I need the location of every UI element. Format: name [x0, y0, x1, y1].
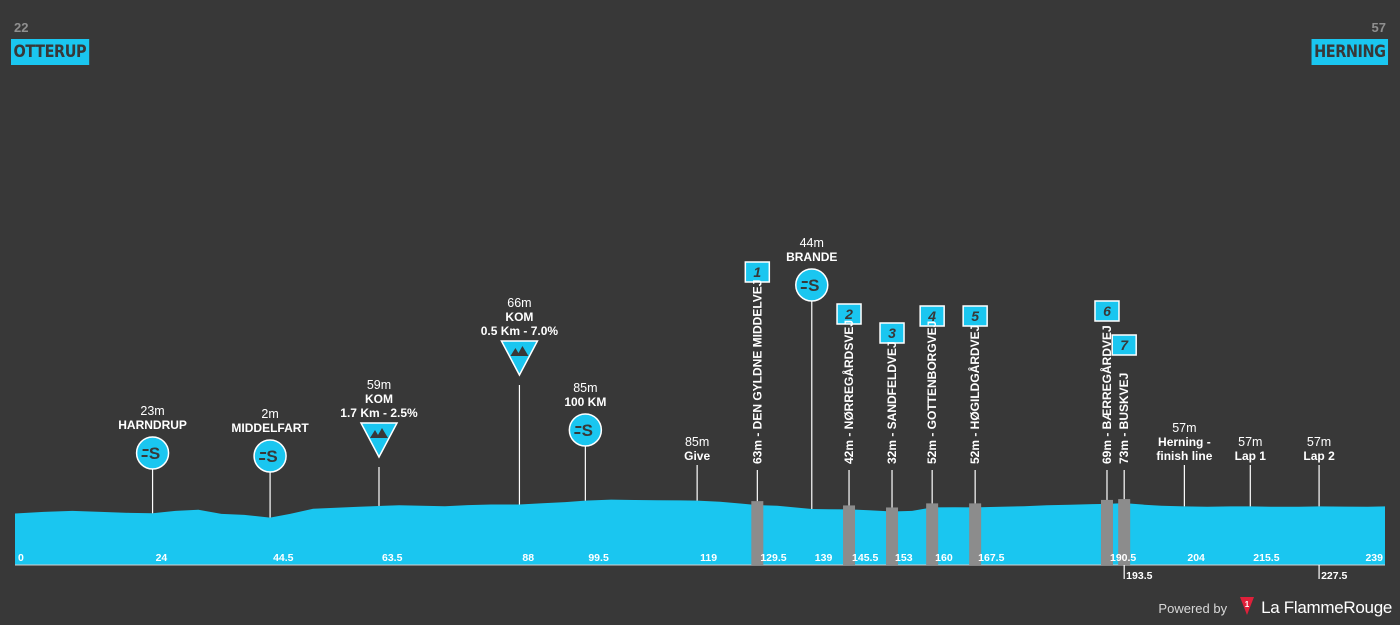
x-tick-label: 119: [700, 552, 717, 564]
marker-label: Herning -: [1158, 435, 1211, 449]
finish-town-badge: HERNING: [1311, 39, 1388, 65]
sector-number-badge: [1094, 300, 1120, 322]
sprint-icon-glyph: S: [266, 447, 277, 466]
marker-label: KOM: [505, 310, 533, 324]
marker-label: Lap 2: [1303, 449, 1335, 463]
marker-altitude: 57m: [1238, 435, 1262, 449]
x-tick-label: 24: [156, 552, 168, 564]
powered-by-footer[interactable]: Powered by 1 La FlammeRouge: [1158, 596, 1392, 621]
marker-altitude: 57m: [1307, 435, 1331, 449]
marker-label: 0.5 Km - 7.0%: [481, 324, 559, 338]
marker-label: HARNDRUP: [118, 418, 187, 432]
start-altitude: 22: [14, 20, 29, 35]
sprint-icon: [795, 268, 829, 302]
start-town-badge: OTTERUP: [11, 39, 89, 65]
mountain-icon: [369, 428, 388, 438]
marker-altitude: 57m: [1172, 421, 1196, 435]
sector-number-5: 5: [971, 308, 979, 324]
sector-number-badge: [1111, 334, 1137, 356]
sector-number-2: 2: [844, 306, 853, 322]
finish-altitude: 57: [1371, 20, 1386, 35]
sector-number-1: 1: [753, 264, 761, 280]
brand-name: La FlammeRouge: [1261, 598, 1392, 617]
sprint-icon: [568, 413, 603, 447]
sector-number-badge: [879, 322, 905, 344]
x-tick-label: 129.5: [760, 552, 786, 564]
x-tick-label: 63.5: [382, 552, 403, 564]
marker-altitude: 2m: [261, 407, 278, 421]
sector-band-7: [1118, 499, 1131, 565]
sector-label-2: 42m - NØRREGÅRDSVEJ: [841, 320, 856, 464]
sector-label-1: 63m - DEN GYLDNE MIDDELVEJ: [750, 280, 764, 464]
x-tick-label: 190.5: [1110, 552, 1136, 564]
svg-text:1: 1: [1245, 600, 1250, 609]
marker-label: 100 KM: [564, 395, 606, 409]
sector-band-5: [969, 503, 982, 565]
x-tick-label: 167.5: [978, 552, 1004, 564]
sector-label-4: 52m - GOTTENBORGVEJ: [925, 321, 939, 464]
sector-number-6: 6: [1103, 303, 1111, 319]
marker-altitude: 66m: [507, 296, 531, 310]
x-tick-label: 88: [522, 552, 534, 564]
sprint-icon: [253, 439, 287, 473]
marker-label: 1.7 Km - 2.5%: [340, 406, 418, 420]
x-tick-label: 193.5: [1126, 570, 1152, 582]
sector-band-1: [751, 501, 764, 565]
sector-band-6: [1100, 499, 1113, 565]
sector-label-5: 52m - HØGILDGÅRDVEJ: [967, 325, 982, 464]
marker-altitude: 85m: [685, 435, 709, 449]
marker-altitude: 23m: [140, 404, 164, 418]
x-tick-label: 160: [935, 552, 953, 564]
elevation-profile-area: [15, 499, 1385, 565]
sector-number-badge: [836, 303, 862, 325]
x-tick-label: 0: [18, 552, 24, 564]
sector-label-3: 32m - SANDFELDVEJ: [885, 341, 899, 464]
x-tick-label: 99.5: [588, 552, 609, 564]
marker-altitude: 44m: [800, 236, 824, 250]
marker-altitude: 85m: [573, 381, 597, 395]
sector-label-6: 69m - BÆRREGÅRDVEJ: [1099, 325, 1114, 464]
sector-band-4: [926, 503, 939, 565]
x-tick-label: 227.5: [1321, 570, 1347, 582]
marker-label: KOM: [365, 392, 393, 406]
sprint-icon-glyph: S: [149, 444, 160, 463]
x-tick-label: 44.5: [273, 552, 294, 564]
sprint-icon-glyph: S: [582, 421, 593, 440]
sector-number-3: 3: [888, 325, 896, 341]
mountain-icon: [510, 346, 529, 356]
marker-label: finish line: [1156, 449, 1212, 463]
kom-icon: [359, 422, 399, 459]
kom-icon: [500, 340, 539, 377]
sector-band-3: [886, 507, 899, 565]
sector-number-badge: [744, 261, 771, 283]
marker-altitude: 59m: [367, 378, 391, 392]
x-tick-label: 239: [1365, 552, 1383, 564]
sector-number-badge: [962, 305, 988, 327]
x-tick-label: 204: [1187, 552, 1205, 564]
marker-label: BRANDE: [786, 250, 837, 264]
x-tick-label: 139: [815, 552, 833, 564]
powered-by-label: Powered by: [1158, 600, 1228, 616]
sector-band-2: [843, 505, 856, 565]
marker-label: Give: [684, 449, 710, 463]
sprint-icon-glyph: S: [808, 276, 819, 295]
sector-number-4: 4: [927, 308, 936, 324]
marker-label: Lap 1: [1235, 449, 1267, 463]
sector-number-badge: [919, 305, 945, 327]
marker-label: MIDDELFART: [231, 421, 309, 435]
sector-number-7: 7: [1120, 337, 1129, 353]
x-tick-label: 145.5: [852, 552, 878, 564]
sector-label-7: 73m - BUSKVEJ: [1117, 373, 1131, 464]
x-tick-label: 153: [895, 552, 913, 564]
x-tick-label: 215.5: [1253, 552, 1279, 564]
flamme-rouge-logo-icon: 1: [1239, 596, 1255, 621]
sprint-icon: [135, 436, 170, 470]
